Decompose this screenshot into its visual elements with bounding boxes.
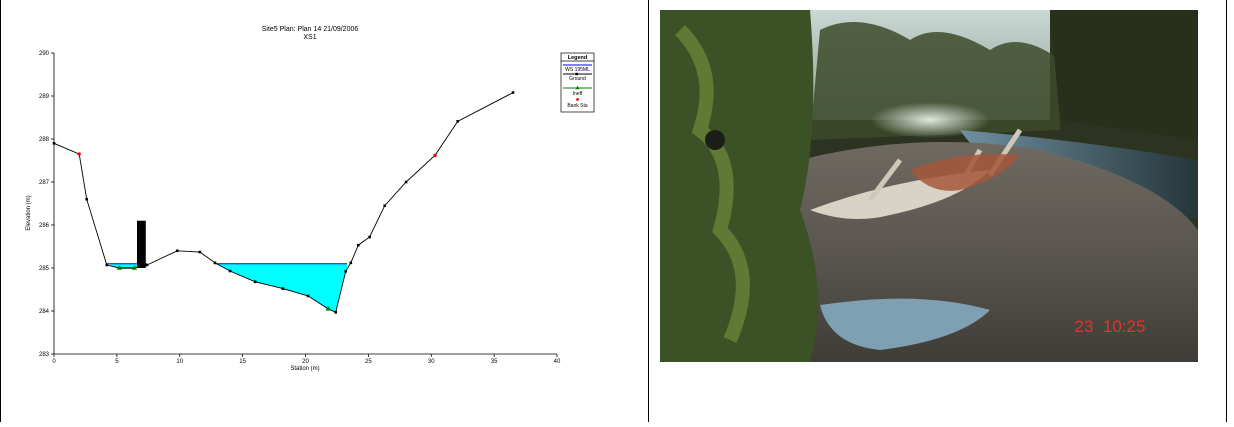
right-bank-trees [1050,10,1198,140]
x-tick-label: 35 [491,359,498,365]
y-tick-label: 288 [39,137,50,143]
x-tick-label: 0 [52,359,56,365]
ground-point [281,287,285,290]
ground-point [198,250,202,254]
ground-point [511,91,515,94]
river-site-photo: 23 10:25 [660,10,1198,362]
distant-trees [810,22,1060,140]
legend-ground-marker [575,72,578,76]
legend-ground-label: Ground [569,76,586,82]
ground-point [175,249,179,253]
y-tick-label: 284 [39,309,50,315]
obstruction-block [136,220,146,268]
x-tick-label: 30 [428,359,435,365]
ground-point [253,280,257,284]
ground-point [456,120,459,123]
x-tick-label: 20 [302,359,309,365]
ground-point [334,310,337,314]
ground-point [306,294,310,298]
legend-ineff-label: Ineff [573,91,583,97]
y-tick-label: 285 [39,266,50,272]
photo-timestamp: 23 10:25 [1075,317,1146,336]
foreground-pool [820,298,990,350]
legend-ineff-marker [575,85,580,90]
legend-title: Legend [568,55,588,61]
x-tick-label: 25 [365,359,372,365]
person-silhouette [705,130,725,150]
river-photo-illustration: 23 10:25 [660,10,1198,362]
sunlit-rapids [870,102,990,138]
legend-box [560,52,595,113]
y-tick-label: 286 [39,223,50,229]
ground-point [213,261,217,265]
ground-point [404,180,408,184]
y-tick-label: 290 [39,51,50,57]
plot-area: 0 5 10 15 20 25 30 35 40 283 284 285 286 287 288 289 290 [39,51,561,365]
x-tick-label: 10 [176,359,183,365]
y-axis-label: Elevation (m) [26,195,32,230]
x-axis-label: Station (m) [290,366,319,372]
ground-point [383,204,387,207]
x-tick-label: 40 [554,359,561,365]
x-tick-label: 5 [115,359,119,365]
ground-point [85,197,88,201]
ground-point [228,269,232,273]
ineff-marker-1 [131,265,138,270]
bank-station-marker-0 [77,152,81,156]
y-tick-label: 283 [39,352,50,358]
ground-point [344,270,348,273]
cross-section-chart: Site5 Plan: Plan 14 21/09/2006 XS1 0 5 10 1… [26,26,595,372]
chart-title: Site5 Plan: Plan 14 21/09/2006 [262,26,359,33]
bank-station-marker-1 [433,153,437,158]
legend: Legend WS 195ML Ground Ineff Bank Sta [560,52,595,113]
ineff-marker-2 [325,306,331,311]
ground-point [368,235,371,239]
y-tick-label: 287 [39,180,50,186]
chart-subtitle: XS1 [303,34,316,41]
legend-ws-label: WS 195ML [565,67,590,73]
cross-section-chart-panel: Site5 Plan: Plan 14 21/09/2006 XS1 0 5 10 1… [26,26,595,372]
ground-point [105,263,109,267]
legend-bank-marker [576,98,579,101]
ground-point [349,261,353,265]
sunlit-foliage [674,25,750,343]
ineff-marker-0 [116,265,122,270]
legend-bank-label: Bank Sta [567,103,588,109]
x-tick-label: 15 [239,359,246,365]
ground-point [145,263,149,267]
y-tick-label: 289 [39,94,50,100]
ground-point [357,243,360,247]
autumn-shrub [910,154,1020,191]
